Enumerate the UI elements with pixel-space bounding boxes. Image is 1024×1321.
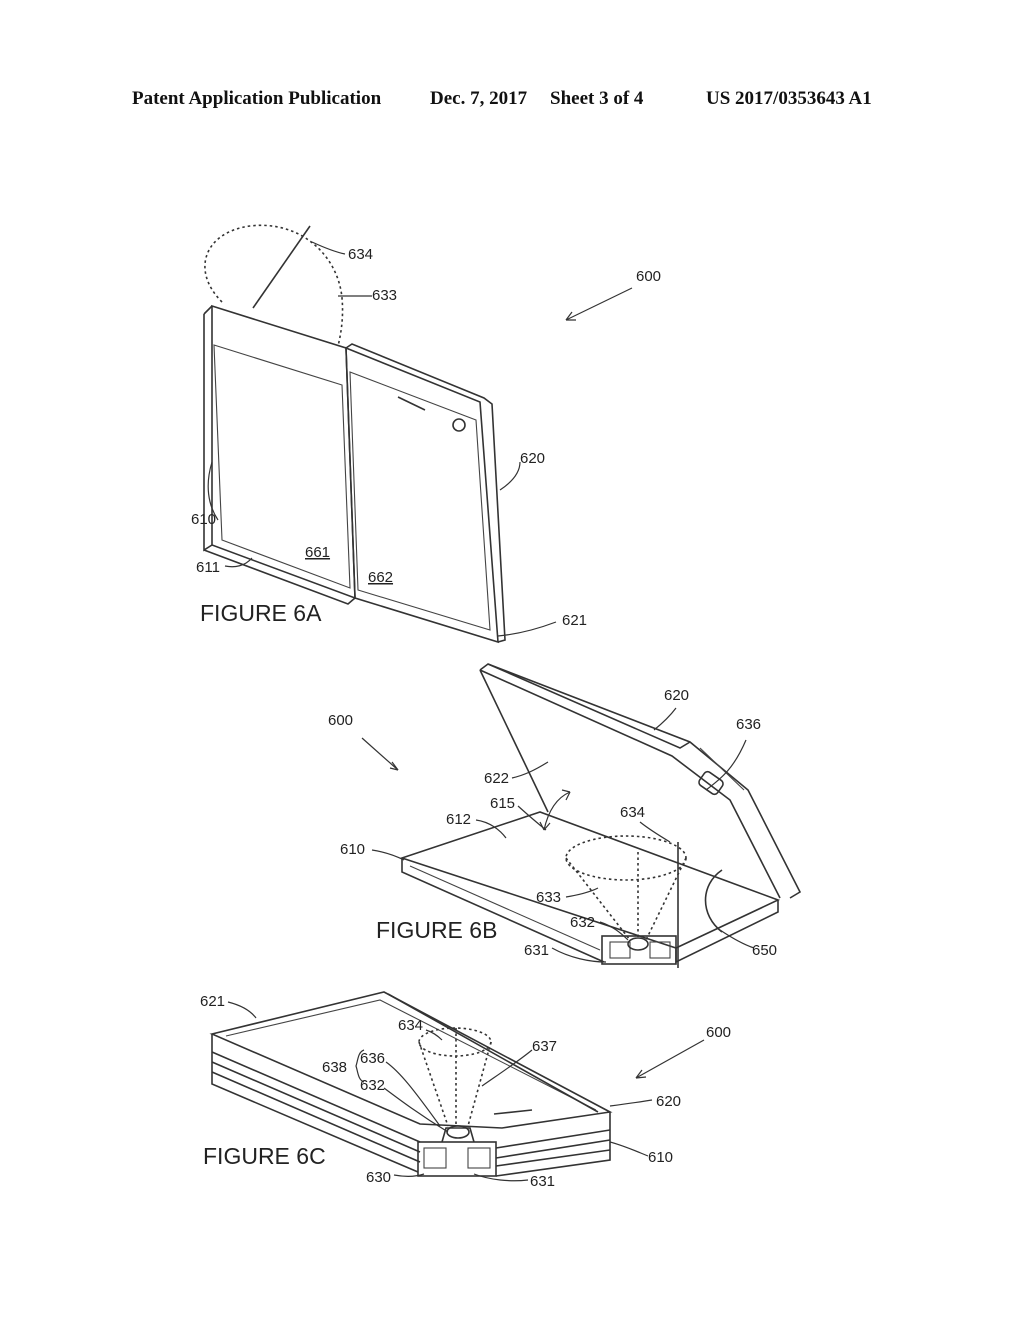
ref-611: 611 [196,559,220,576]
page-header: Patent Application Publication Dec. 7, 2… [0,88,1024,118]
figure-6b-title: FIGURE 6B [376,917,497,943]
ref-600-c: 600 [706,1024,731,1041]
camera-mount-636 [441,1127,475,1143]
publication-type: Patent Application Publication [132,88,382,109]
ref-662: 662 [368,569,393,586]
rotation-arrow-615 [543,791,571,831]
figure-6c: 621 634 600 637 638 636 632 620 610 630 … [200,991,731,1190]
figure-6a: 634 633 600 620 610 611 661 662 621 FIGU… [191,224,661,644]
ref-638: 638 [322,1059,347,1076]
fov-ellipse-633 [204,224,344,347]
sheet-number: Sheet 3 of 4 [550,88,644,109]
ref-637: 637 [532,1038,557,1055]
brace-638 [355,1049,365,1083]
ref-634-c: 634 [398,1017,423,1034]
hinge-650 [704,869,723,933]
speaker-slot [397,396,426,411]
ref-610: 610 [191,511,216,528]
ref-610-b: 610 [340,841,365,858]
ref-633: 633 [372,287,397,304]
camera-housing-630 [417,1141,497,1177]
ref-600-b: 600 [328,712,353,729]
ref-622: 622 [484,770,509,787]
ref-631-b: 631 [524,942,549,959]
camera-lens-icon [452,418,466,432]
ref-634-b: 634 [620,804,645,821]
ref-621-c: 621 [200,993,225,1010]
fov-cone-top-633 [565,835,687,881]
panel-610 [203,304,356,605]
ref-632-c: 632 [360,1077,385,1094]
speaker-slot-6c [493,1109,533,1115]
figure-6a-title: FIGURE 6A [200,600,322,626]
ref-620-c: 620 [656,1093,681,1110]
ref-620: 620 [520,450,545,467]
ref-661: 661 [305,544,330,561]
ref-615: 615 [490,795,515,812]
ref-631-c: 631 [530,1173,555,1190]
figure-6c-title: FIGURE 6C [203,1143,326,1169]
lens-632 [627,937,649,951]
ref-600: 600 [636,268,661,285]
camera-housing-631 [601,935,677,965]
ref-610-c: 610 [648,1149,673,1166]
publication-date: Dec. 7, 2017 [430,88,528,109]
ref-620-b: 620 [664,687,689,704]
ref-633-b: 633 [536,889,561,906]
ref-650: 650 [752,942,777,959]
ref-621: 621 [562,612,587,629]
ref-636-c: 636 [360,1050,385,1067]
ref-630: 630 [366,1169,391,1186]
ref-634: 634 [348,246,373,263]
figure-6b: 620 636 600 622 615 634 612 610 633 632 … [328,663,802,968]
top-face [209,991,613,1129]
ref-636-b: 636 [736,716,761,733]
ref-632-b: 632 [570,914,595,931]
ref-612: 612 [446,811,471,828]
upper-panel-620 [479,663,802,899]
panel-620 [345,343,506,644]
axis-634 [252,225,311,309]
publication-number: US 2017/0353643 A1 [706,88,872,109]
